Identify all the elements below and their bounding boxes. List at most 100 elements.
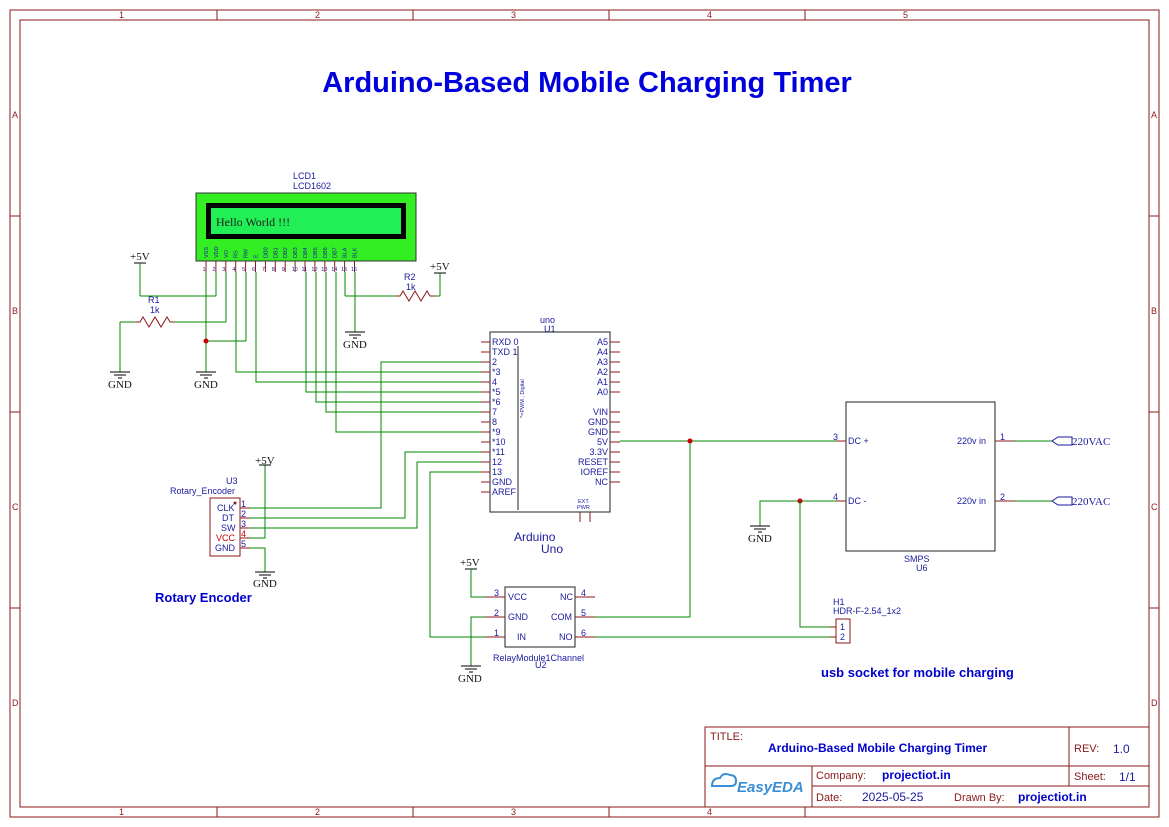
arduino-right-pin-7: GND bbox=[588, 417, 609, 427]
relay-part: RelayModule1Channel bbox=[493, 653, 584, 663]
row-label-left-c: C bbox=[12, 502, 19, 512]
gnd-label-3: GND bbox=[343, 339, 367, 351]
lcd-pin-name-12: DB5 bbox=[313, 247, 319, 258]
smps-pin-dc-plus: DC + bbox=[848, 436, 869, 446]
lcd-pin-name-4: RS bbox=[234, 250, 240, 258]
lcd-pin-number-6: 6 bbox=[252, 267, 255, 273]
lcd-pin-name-11: DB4 bbox=[303, 247, 309, 258]
col-label-bottom-1: 1 bbox=[119, 807, 124, 817]
encoder-designator: U3 bbox=[226, 476, 238, 486]
lcd-pin-name-15: BLA bbox=[343, 247, 349, 258]
vcc-label-2: +5V bbox=[430, 261, 450, 273]
encoder-caption: Rotary Encoder bbox=[155, 590, 252, 605]
arduino-left-pin-12: 12 bbox=[492, 457, 502, 467]
lcd-designator: LCD1 bbox=[293, 171, 316, 181]
smps-pin-dc-minus: DC - bbox=[848, 496, 867, 506]
encoder-pinnum-2: 2 bbox=[241, 509, 246, 519]
arduino-left-pin-1: TXD 1 bbox=[492, 347, 518, 357]
rotary-encoder[interactable]: U3 Rotary_Encoder CLK DT SW VCC GND 1 2 … bbox=[155, 361, 481, 605]
lcd-support-circuit: +5V R1 1k GND GND GND bbox=[108, 251, 450, 391]
vcc-label-1: +5V bbox=[130, 251, 150, 263]
lcd-pin-number-7: 7 bbox=[262, 267, 265, 273]
tb-date-value: 2025-05-25 bbox=[862, 790, 924, 804]
lcd-pin-name-5: RW bbox=[244, 248, 250, 258]
title-block: TITLE: Arduino-Based Mobile Charging Tim… bbox=[704, 726, 1150, 808]
usb-header[interactable]: H1 HDR-F-2.54_1x2 1 2 usb socket for mob… bbox=[821, 597, 1014, 680]
relay-pinnum-4: 4 bbox=[581, 588, 586, 598]
smps-designator: U6 bbox=[916, 563, 928, 573]
header-designator: H1 bbox=[833, 597, 845, 607]
r2-resistor bbox=[395, 290, 435, 302]
arduino-right-pin-4: A1 bbox=[597, 377, 608, 387]
relay-pin-in: IN bbox=[517, 632, 526, 642]
tb-sheet-value: 1/1 bbox=[1119, 770, 1136, 784]
lcd-pin-number-15: 15 bbox=[341, 267, 347, 273]
smps-pinnum-3: 3 bbox=[833, 432, 838, 442]
arduino-left-pin-4: 4 bbox=[492, 377, 497, 387]
lcd-data-wires bbox=[235, 272, 481, 433]
encoder-pin-vcc: VCC bbox=[216, 533, 236, 543]
col-label-top-1: 1 bbox=[119, 10, 124, 20]
row-label-left-b: B bbox=[12, 306, 18, 316]
smps-pinnum-4: 4 bbox=[833, 492, 838, 502]
arduino-left-pin-13: 13 bbox=[492, 467, 502, 477]
arduino-name: uno bbox=[540, 315, 555, 325]
gnd-label-6: GND bbox=[748, 533, 772, 545]
col-label-top-4: 4 bbox=[707, 10, 712, 20]
arduino-right-pin-11: RESET bbox=[578, 457, 609, 467]
lcd-pin-number-14: 14 bbox=[331, 267, 337, 273]
relay-module[interactable]: VCC GND IN NC COM NO 3 2 1 4 5 6 RelayMo… bbox=[429, 441, 830, 685]
lcd-pin-name-8: DB1 bbox=[273, 247, 279, 258]
arduino-left-pin-3: *3 bbox=[492, 367, 501, 377]
col-label-top-5: 5 bbox=[903, 10, 908, 20]
gnd-label-5: GND bbox=[458, 673, 482, 685]
header-caption: usb socket for mobile charging bbox=[821, 665, 1014, 680]
relay-pin-com: COM bbox=[551, 612, 572, 622]
smps-body bbox=[845, 401, 996, 552]
lcd-pin-name-3: VO bbox=[224, 249, 230, 258]
tb-drawn-label: Drawn By: bbox=[954, 792, 1005, 804]
tb-rev-label: REV: bbox=[1074, 743, 1099, 755]
arduino-body bbox=[489, 331, 611, 513]
lcd-pin-number-13: 13 bbox=[321, 267, 327, 273]
arduino-ext-label: EXT. bbox=[578, 499, 590, 505]
lcd-pin-name-9: DB2 bbox=[283, 247, 289, 258]
relay-pinnum-1: 1 bbox=[494, 628, 499, 638]
relay-pin-vcc: VCC bbox=[508, 592, 528, 602]
lcd-pin-name-13: DB6 bbox=[323, 247, 329, 258]
encoder-body bbox=[209, 497, 241, 557]
arduino-right-pin-3: A2 bbox=[597, 367, 608, 377]
col-label-bottom-2: 2 bbox=[315, 807, 320, 817]
row-label-right-a: A bbox=[1151, 110, 1157, 120]
tb-sheet-label: Sheet: bbox=[1074, 771, 1106, 783]
tb-drawn-value: projectiot.in bbox=[1018, 790, 1087, 804]
lcd-pins: VSS1VDD2VO3RS4RW5E6DB07DB18DB29DB310DB41… bbox=[203, 246, 359, 273]
lcd-pin-number-3: 3 bbox=[222, 267, 225, 273]
row-label-right-d: D bbox=[1151, 698, 1158, 708]
header-part: HDR-F-2.54_1x2 bbox=[833, 606, 901, 616]
arduino-left-pin-0: RXD 0 bbox=[492, 337, 519, 347]
gnd-label-4: GND bbox=[253, 578, 277, 590]
lcd-pin-number-12: 12 bbox=[311, 267, 317, 273]
arduino-left-pin-8: 8 bbox=[492, 417, 497, 427]
smps-module[interactable]: 3 4 1 2 DC + DC - 220v in 220v in SMPS U… bbox=[620, 401, 1110, 628]
lcd-pin-name-16: BLK bbox=[353, 247, 359, 258]
lcd1602[interactable]: LCD1 LCD1602 Hello World !!! VSS1VDD2VO3… bbox=[195, 171, 417, 273]
tb-company-label: Company: bbox=[816, 770, 866, 782]
encoder-pinnum-3: 3 bbox=[241, 519, 246, 529]
lcd-pin-name-14: DB7 bbox=[333, 247, 339, 258]
encoder-pinnum-1: 1 bbox=[241, 499, 246, 509]
relay-pinnum-5: 5 bbox=[581, 608, 586, 618]
lcd-pin-name-2: VDD bbox=[214, 246, 220, 258]
lcd-pin-number-16: 16 bbox=[351, 267, 357, 273]
lcd-pin-number-5: 5 bbox=[242, 267, 245, 273]
smps-pinnum-2: 2 bbox=[1000, 492, 1005, 502]
tb-title-label: TITLE: bbox=[710, 731, 743, 743]
lcd-pin-name-10: DB3 bbox=[293, 247, 299, 258]
arduino-right-pin-5: A0 bbox=[597, 387, 608, 397]
lcd-pin-number-4: 4 bbox=[232, 267, 235, 273]
page-title: Arduino-Based Mobile Charging Timer bbox=[322, 67, 852, 99]
